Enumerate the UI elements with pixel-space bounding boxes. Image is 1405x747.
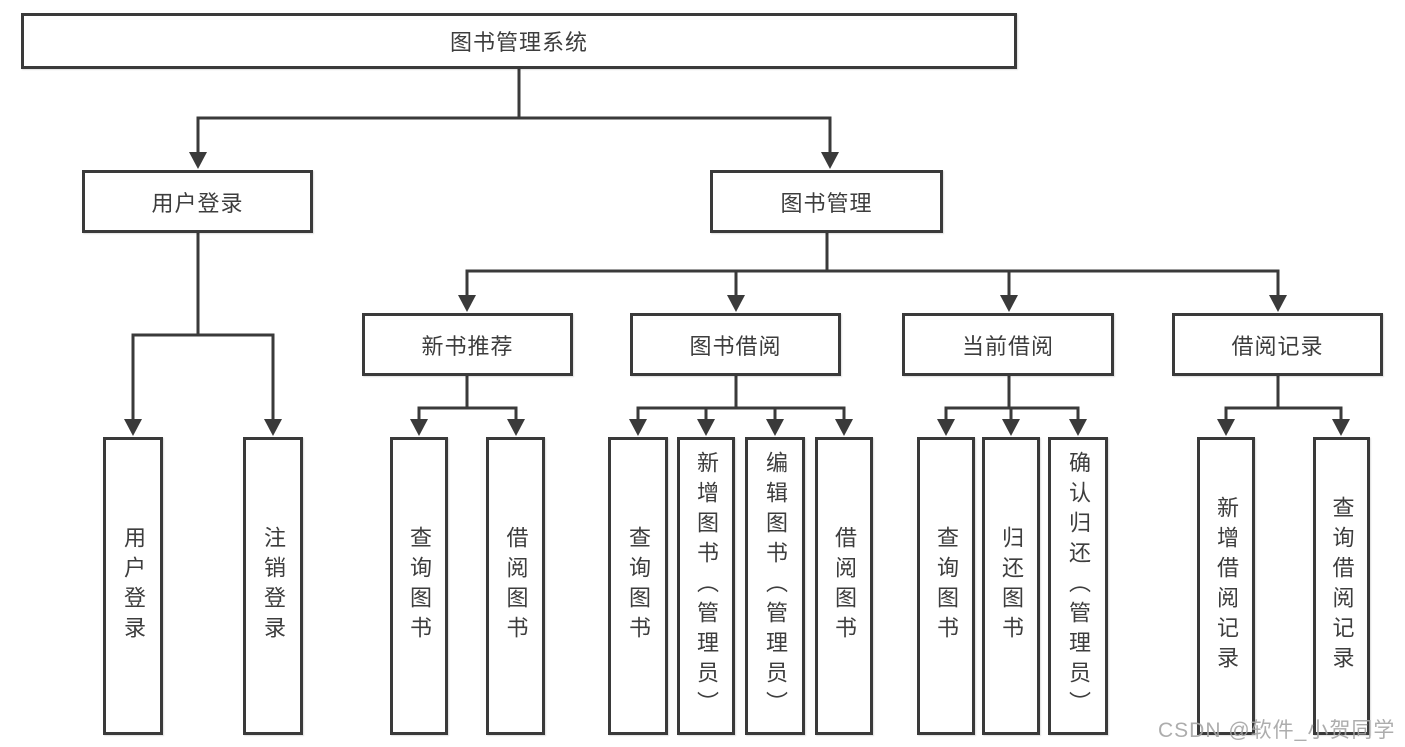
node-leaf-current-return-label: 归还图书 xyxy=(999,526,1024,646)
node-user-login-label: 用户登录 xyxy=(151,190,244,216)
connector-book-borrowing-children xyxy=(629,376,853,436)
node-leaf-current-query-label: 查询图书 xyxy=(934,526,959,646)
node-book-management-label: 图书管理 xyxy=(780,190,873,216)
connector-new-book-children xyxy=(410,376,525,436)
node-borrowing-records: 借阅记录 xyxy=(1172,313,1383,376)
node-leaf-newbook-query-label: 查询图书 xyxy=(407,526,432,646)
connector-current-borrowing-children xyxy=(937,376,1087,436)
node-leaf-borrowing-edit-label: 编辑图书（管理员） xyxy=(763,451,788,721)
node-leaf-record-add-label: 新增借阅记录 xyxy=(1214,496,1239,676)
node-leaf-borrowing-borrow: 借阅图书 xyxy=(815,437,873,735)
node-leaf-user-login: 用户登录 xyxy=(103,437,163,735)
node-current-borrowing: 当前借阅 xyxy=(902,313,1114,376)
node-new-book-recommend-label: 新书推荐 xyxy=(421,333,514,359)
node-leaf-record-query-label: 查询借阅记录 xyxy=(1329,496,1355,676)
node-leaf-record-query: 查询借阅记录 xyxy=(1313,437,1370,735)
node-leaf-newbook-borrow: 借阅图书 xyxy=(486,437,545,735)
node-book-borrowing: 图书借阅 xyxy=(630,313,841,376)
node-leaf-newbook-borrow-label: 借阅图书 xyxy=(503,526,529,646)
node-user-login: 用户登录 xyxy=(82,170,313,233)
node-book-borrowing-label: 图书借阅 xyxy=(689,333,782,359)
node-leaf-current-confirm-label: 确认归还（管理员） xyxy=(1066,451,1091,721)
connector-book-management-children xyxy=(458,233,1287,312)
node-leaf-borrowing-add-label: 新增图书（管理员） xyxy=(694,451,719,721)
node-leaf-newbook-query: 查询图书 xyxy=(390,437,448,735)
node-leaf-current-return: 归还图书 xyxy=(982,437,1040,735)
node-root-label: 图书管理系统 xyxy=(449,30,588,55)
connector-user-login-children xyxy=(124,233,282,436)
node-leaf-borrowing-add: 新增图书（管理员） xyxy=(677,437,735,735)
node-leaf-borrowing-query-label: 查询图书 xyxy=(626,526,651,646)
node-leaf-borrowing-edit: 编辑图书（管理员） xyxy=(745,437,805,735)
node-leaf-logout: 注销登录 xyxy=(243,437,303,735)
node-borrowing-records-label: 借阅记录 xyxy=(1231,333,1324,359)
node-leaf-borrowing-borrow-label: 借阅图书 xyxy=(832,526,857,646)
node-leaf-record-add: 新增借阅记录 xyxy=(1197,437,1255,735)
connector-root-to-level2 xyxy=(189,69,839,169)
node-root: 图书管理系统 xyxy=(21,13,1017,69)
node-current-borrowing-label: 当前借阅 xyxy=(961,333,1054,359)
node-leaf-logout-label: 注销登录 xyxy=(261,526,286,646)
node-new-book-recommend: 新书推荐 xyxy=(362,313,573,376)
node-leaf-borrowing-query: 查询图书 xyxy=(608,437,668,735)
watermark: CSDN @软件_小贺同学 xyxy=(1158,719,1396,742)
node-leaf-current-confirm: 确认归还（管理员） xyxy=(1048,437,1108,735)
node-leaf-current-query: 查询图书 xyxy=(917,437,975,735)
connector-borrowing-records-children xyxy=(1217,376,1350,436)
node-leaf-user-login-label: 用户登录 xyxy=(121,526,146,646)
node-book-management: 图书管理 xyxy=(710,170,943,233)
